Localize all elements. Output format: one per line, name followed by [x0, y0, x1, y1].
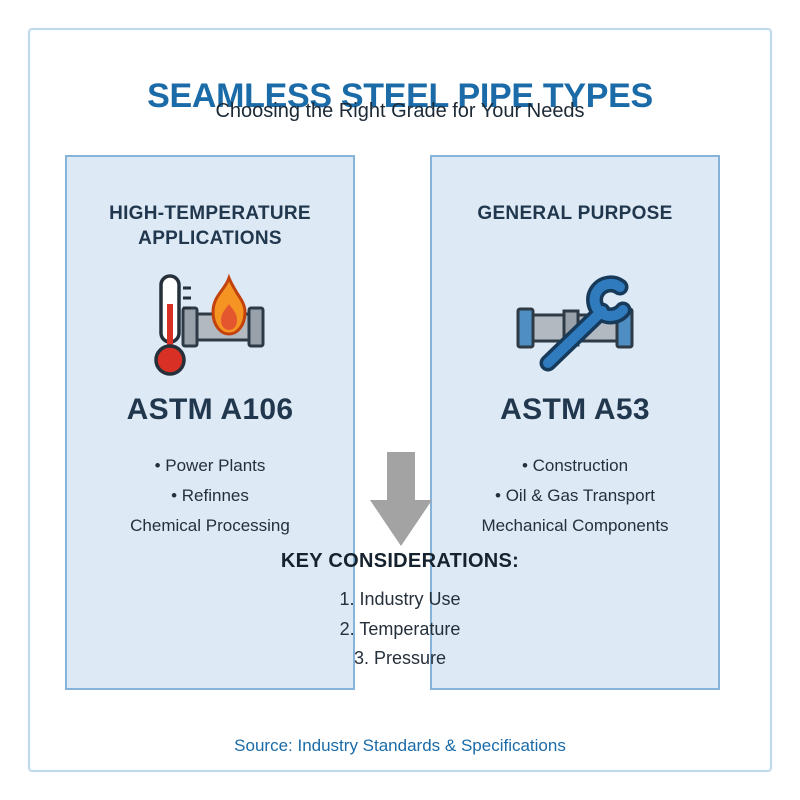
consideration-item: 1. Industry Use	[339, 589, 461, 609]
list-item: • Oil & Gas Transport	[495, 485, 655, 505]
card-header-high-temperature: HIGH-TEMPERATURE APPLICATIONS	[109, 202, 311, 250]
list-item: • Power Plants	[154, 456, 266, 475]
page-title: SEAMLESS STEEL PIPE TYPES	[147, 76, 653, 115]
page-subtitle: Choosing the Right Grade for Your Needs	[215, 100, 585, 122]
down-arrow-icon	[364, 452, 438, 548]
list-item: Chemical Processing	[130, 515, 290, 535]
card-header-general-purpose: GENERAL PURPOSE	[477, 202, 673, 224]
card-general-purpose: GENERAL PURPOSE ASTM A53 • Construction …	[430, 155, 720, 690]
applications-list-a106: • Power Plants • Refinnes Chemical Proce…	[67, 451, 353, 540]
grade-label-a53: ASTM A53	[500, 393, 650, 426]
consideration-item: 3. Pressure	[353, 648, 447, 669]
list-item: • Refinnes	[171, 485, 249, 505]
source-text: Source: Industry Standards & Specificati…	[234, 736, 566, 755]
pipe-wrench-icon	[432, 267, 718, 385]
applications-list-a53: • Construction • Oil & Gas Transport Mec…	[432, 451, 718, 540]
key-considerations: KEY CONSIDERATIONS: 1. Industry Use 2. T…	[0, 550, 800, 674]
list-item: • Construction	[521, 456, 629, 475]
key-considerations-heading: KEY CONSIDERATIONS:	[280, 550, 520, 572]
consideration-item: 2. Temperature	[339, 618, 461, 639]
list-item: Mechanical Components	[481, 515, 669, 535]
thermometer-flame-pipe-icon	[67, 267, 353, 385]
card-high-temperature: HIGH-TEMPERATURE APPLICATIONS ASTM A106	[65, 155, 355, 690]
grade-label-a106: ASTM A106	[126, 393, 294, 426]
